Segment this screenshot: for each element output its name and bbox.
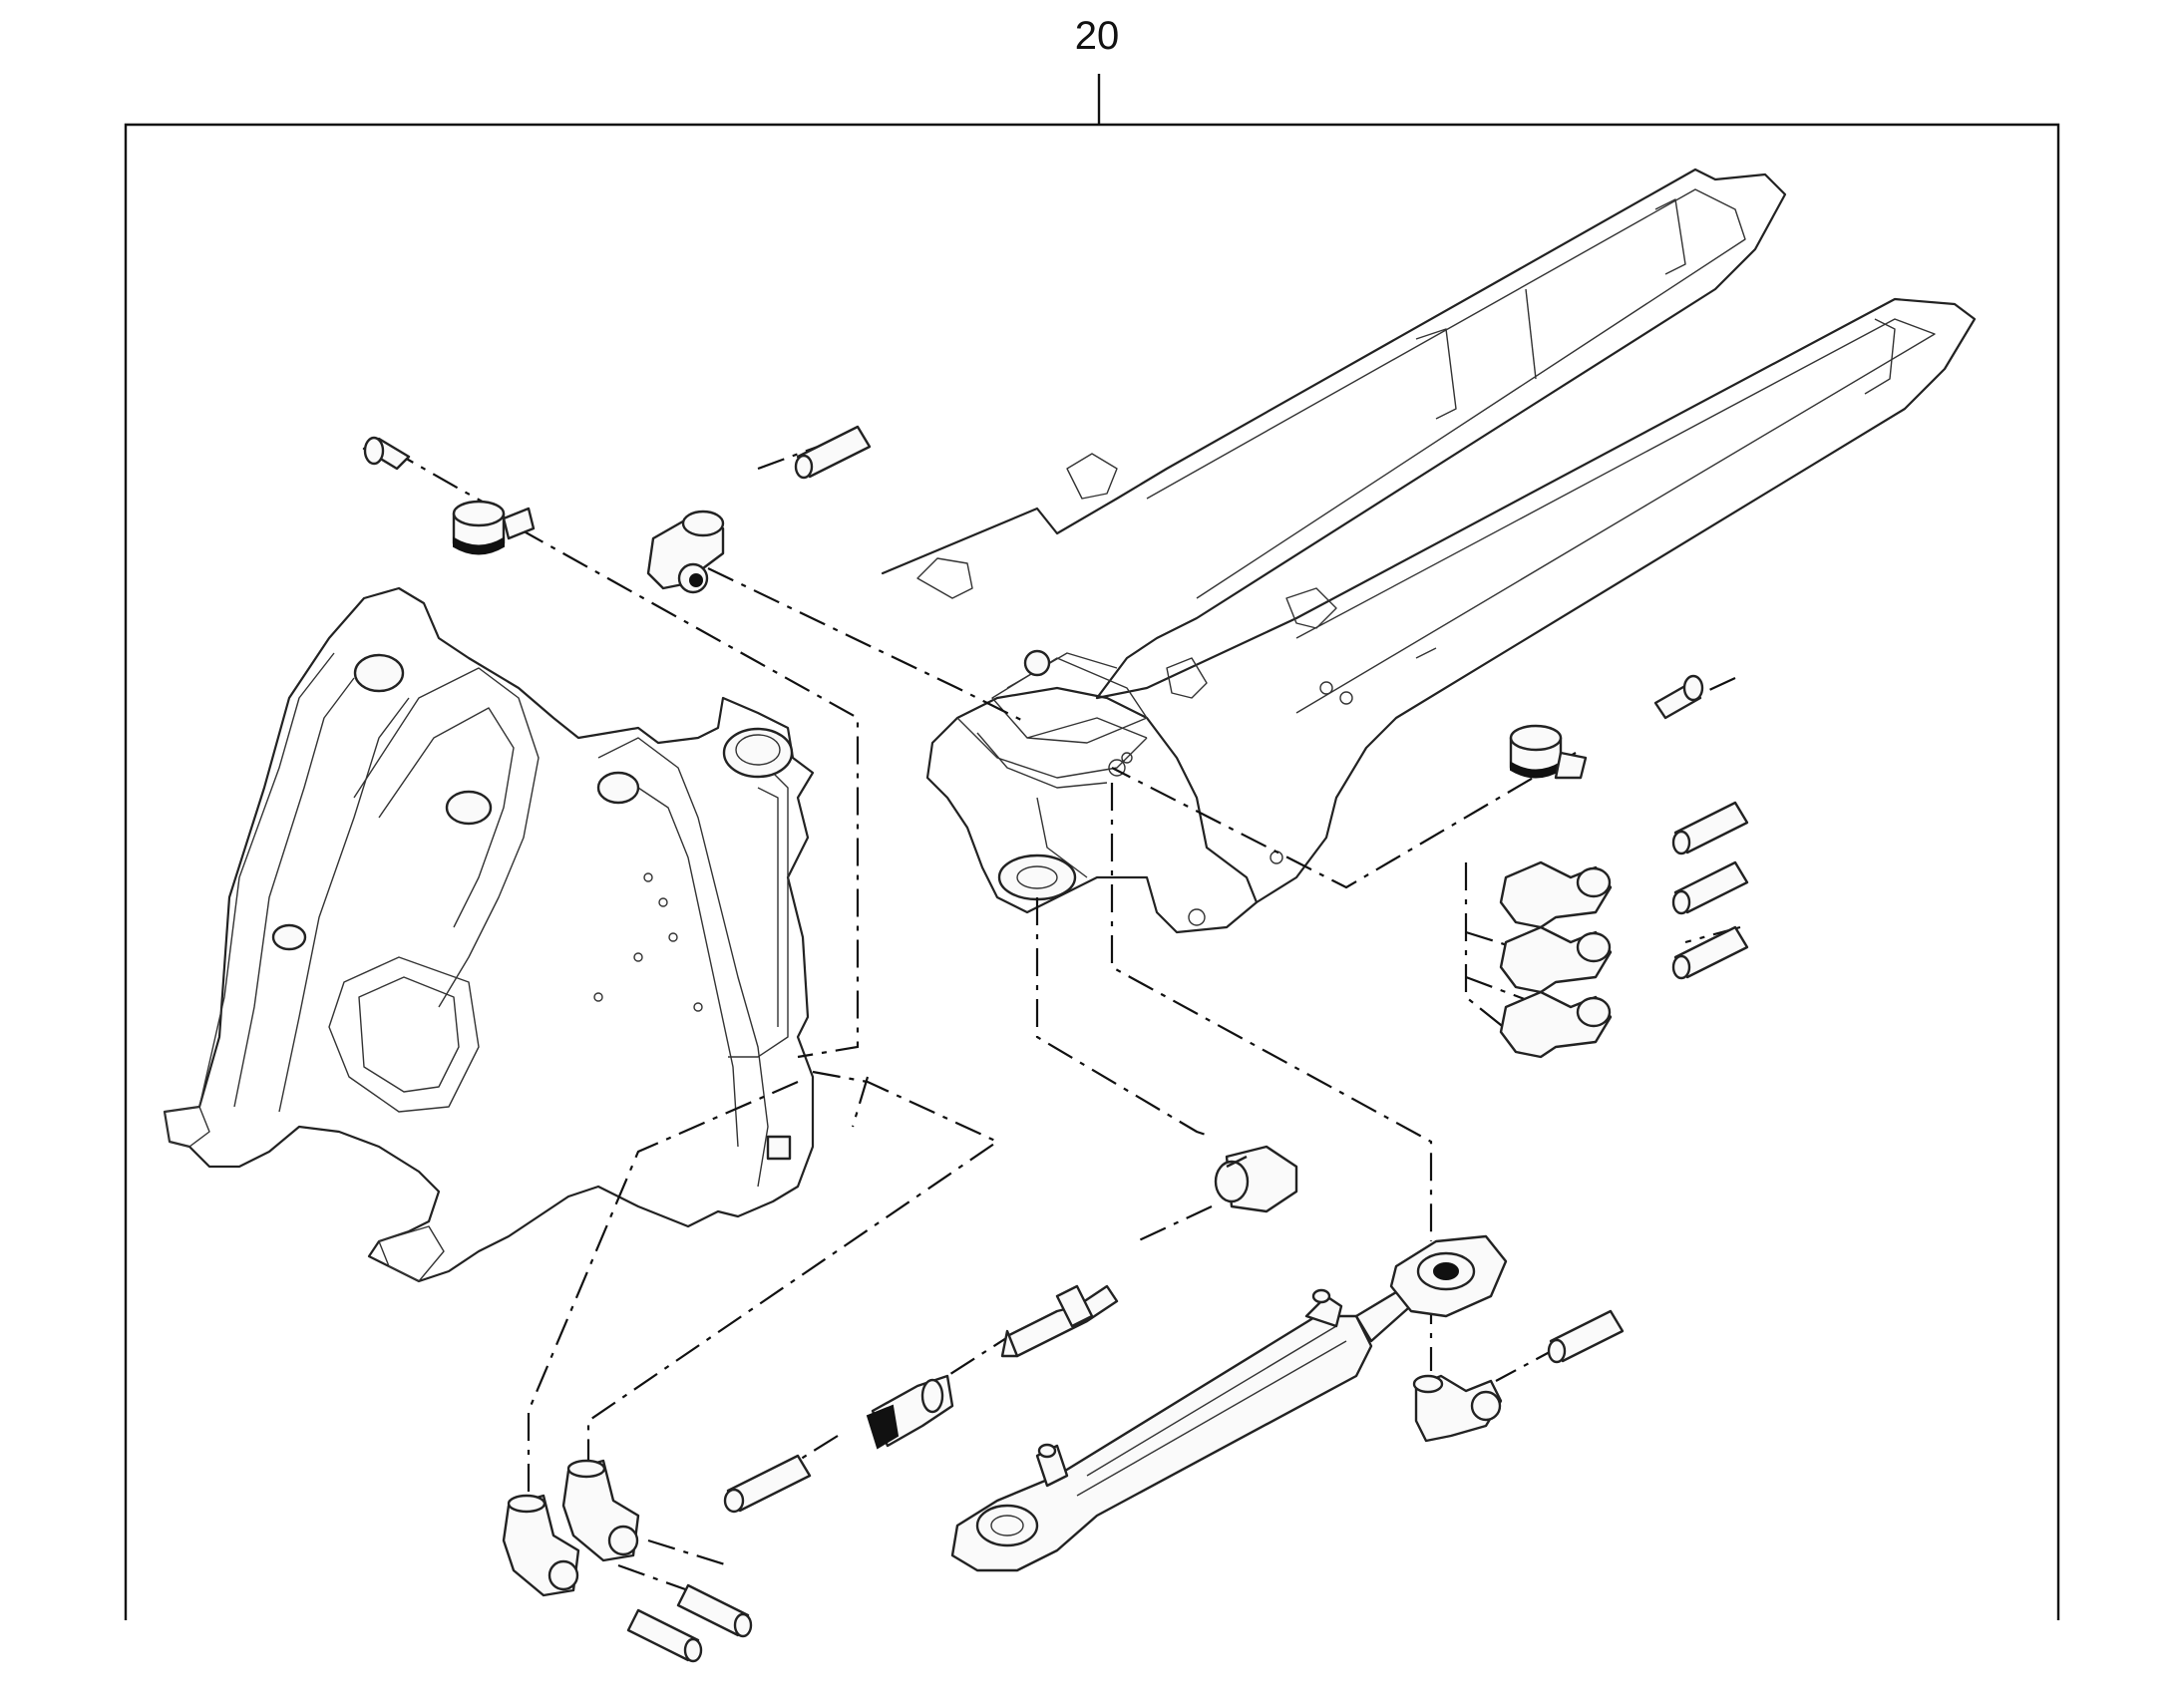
elbow-fitting-cylinder [1412, 1374, 1503, 1443]
hose-clamp-upper-left [452, 500, 536, 555]
elbow-fitting-center [1214, 1145, 1298, 1213]
tube-sleeve-cylinder [1547, 1309, 1625, 1364]
tube-sleeves-right-stack [1671, 801, 1749, 980]
assembly-frame [124, 74, 2060, 1620]
cap-screw-upper-left [362, 436, 411, 471]
hose-clamp-right [1509, 724, 1588, 780]
hose-coupling-center [866, 1374, 954, 1450]
tube-sleeve-upper-left [794, 425, 872, 480]
elbow-fitting-upper-left [646, 510, 725, 594]
cap-screw-right [1653, 674, 1704, 720]
elbow-fittings-lower-left [502, 1459, 640, 1597]
front-chassis-frame [163, 586, 815, 1283]
tube-sleeve-center [723, 1454, 812, 1514]
tube-sleeves-lower-left [626, 1583, 753, 1663]
assembly-callout-number: 20 [1074, 14, 1120, 58]
hose-end-fitting-center [1000, 1284, 1119, 1358]
hydraulic-cylinder [950, 1234, 1508, 1572]
elbow-fittings-right-stack [1499, 860, 1613, 1059]
rear-chassis-boom [881, 168, 1977, 934]
